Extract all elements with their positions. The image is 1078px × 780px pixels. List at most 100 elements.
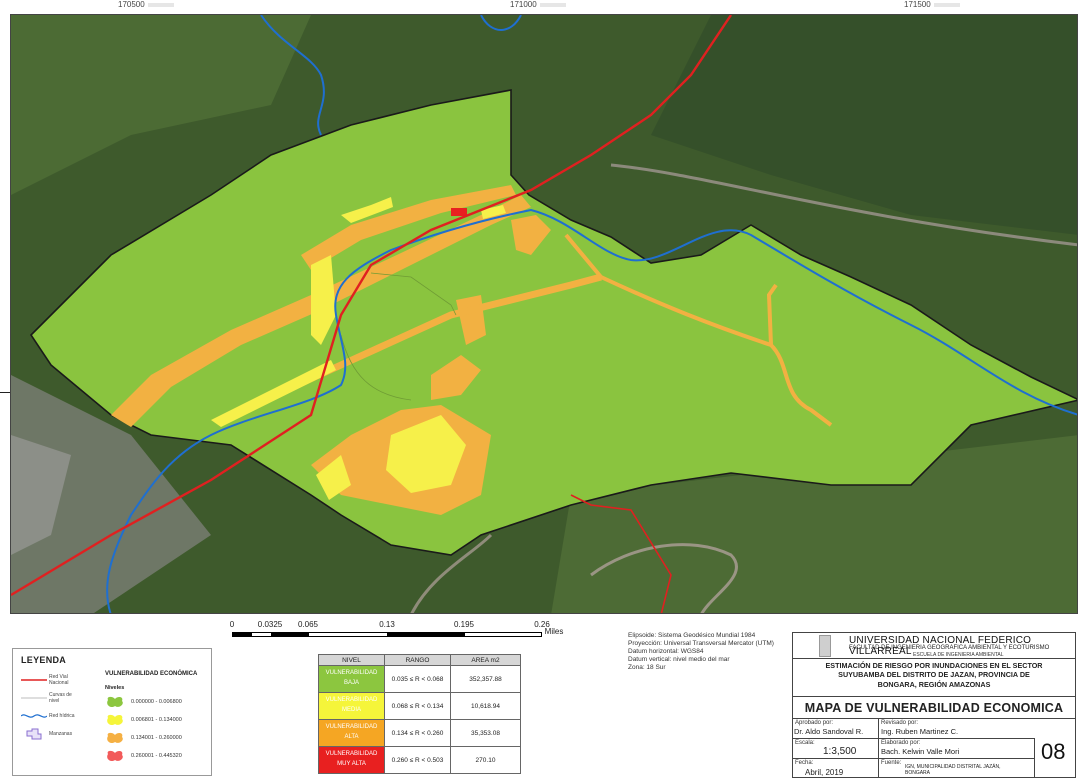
very-high-vulnerability-block[interactable] bbox=[451, 208, 467, 216]
area-cell: 10,618.94 bbox=[450, 692, 521, 720]
medium-vulnerability-strip[interactable] bbox=[211, 360, 336, 427]
scale-label: 0 bbox=[229, 620, 235, 629]
legend-item-contours: Curvas de nivel bbox=[19, 691, 79, 705]
medium-vulnerability-block[interactable] bbox=[386, 415, 466, 493]
school-name: ESCUELA DE INGENIERIA AMBIENTAL bbox=[913, 652, 1004, 658]
reviewed-value: Ing. Ruben Martinez C. bbox=[881, 727, 959, 736]
note-line: Proyección: Universal Transversal Mercat… bbox=[628, 640, 774, 647]
high-vulnerability-block[interactable] bbox=[301, 185, 516, 270]
vulnerability-legend-title: VULNERABILIDAD ECONÓMICA bbox=[105, 671, 198, 677]
left-coordinate-tick bbox=[0, 392, 10, 393]
legend-item-label: Manzanas bbox=[49, 731, 73, 737]
forest-patch bbox=[651, 15, 1077, 235]
high-vulnerability-road[interactable] bbox=[600, 275, 833, 427]
medium-vulnerability-block[interactable] bbox=[316, 455, 351, 500]
source-label: Fuente: bbox=[881, 760, 902, 766]
high-vulnerability-block[interactable] bbox=[431, 355, 481, 400]
coordinate-label-171000: 171000 bbox=[510, 0, 566, 9]
university-name: UNIVERSIDAD NACIONAL FEDERICO VILLARREAL bbox=[849, 635, 1032, 657]
prepared-cell: Elaborado por: Bach. Kelwin Valle Mori bbox=[879, 739, 1035, 759]
high-vulnerability-road[interactable] bbox=[564, 233, 603, 279]
approved-label: Aprobado por: bbox=[795, 720, 834, 726]
legend-item-label: Red hídrica bbox=[49, 713, 75, 719]
forest-patch bbox=[11, 15, 311, 195]
level-range: 0.134001 - 0.260000 bbox=[131, 735, 182, 741]
high-vulnerability-block[interactable] bbox=[511, 215, 551, 255]
medium-vulnerability-block[interactable] bbox=[311, 255, 336, 345]
legend-item-blocks: Manzanas bbox=[19, 727, 79, 741]
legend-title: LEYENDA bbox=[21, 655, 67, 665]
coordinate-label-170500: 170500 bbox=[118, 0, 174, 9]
river bbox=[260, 15, 325, 136]
area-cell: 35,353.08 bbox=[450, 719, 521, 747]
coordinate-label-171500: 171500 bbox=[904, 0, 960, 9]
note-line: Datum horizontal: WGS84 bbox=[628, 648, 704, 655]
high-vulnerability-road[interactable] bbox=[766, 283, 778, 346]
river bbox=[106, 208, 1077, 613]
dirt-road bbox=[590, 543, 738, 613]
legend-level-low: 0.000000 - 0.006800 bbox=[105, 695, 182, 709]
projection-notes: Elipsoide: Sistema Geodésico Mundial 198… bbox=[628, 632, 798, 672]
date-cell: Fecha: Abril, 2019 bbox=[793, 759, 879, 777]
range-cell: 0.068 ≤ R < 0.134 bbox=[384, 692, 451, 720]
legend-item-label: Red Vial Nacional bbox=[49, 674, 69, 686]
scale-label: 0.13 bbox=[379, 620, 395, 629]
table-header: NIVEL bbox=[318, 654, 385, 666]
legend-level-high: 0.134001 - 0.260000 bbox=[105, 731, 182, 745]
reviewed-cell: Revisado por: Ing. Ruben Martinez C. bbox=[879, 719, 1035, 739]
level-swatch-icon bbox=[107, 732, 123, 744]
legend-panel: LEYENDA Red Vial Nacional Curvas de nive… bbox=[12, 648, 212, 776]
prepared-label: Elaborado por: bbox=[881, 740, 921, 746]
contour-line bbox=[370, 272, 457, 316]
scale-cell: Escala: 1:3,500 bbox=[793, 739, 879, 759]
level-range: 0.000000 - 0.006800 bbox=[131, 699, 182, 705]
urban-area bbox=[11, 375, 211, 613]
study-title: ESTIMACIÓN DE RIESGO POR INUNDACIONES EN… bbox=[793, 659, 1075, 697]
faculty-name: FACULTAD DE INGENIERIA GEOGRAFICA AMBIEN… bbox=[849, 645, 1050, 651]
date-label: Fecha: bbox=[795, 760, 814, 766]
date-value: Abril, 2019 bbox=[805, 768, 844, 777]
approved-cell: Aprobado por: Dr. Aldo Sandoval R. bbox=[793, 719, 879, 739]
map-canvas[interactable] bbox=[10, 14, 1078, 614]
legend-item-label: Curvas de nivel bbox=[49, 692, 72, 704]
range-cell: 0.035 ≤ R < 0.068 bbox=[384, 665, 451, 693]
contour-line bbox=[340, 334, 412, 401]
national-road bbox=[570, 494, 672, 613]
note-line: Zona: 18 Sur bbox=[628, 664, 666, 671]
gray-line-icon bbox=[19, 691, 49, 705]
scale-label: 0.0325 bbox=[257, 620, 283, 629]
level-swatch-icon bbox=[107, 714, 123, 726]
scale-bar-graphic bbox=[232, 632, 542, 637]
table-header: RANGO bbox=[384, 654, 451, 666]
study-area-polygon[interactable] bbox=[29, 89, 1078, 556]
title-block: UNIVERSIDAD NACIONAL FEDERICO VILLARREAL… bbox=[792, 632, 1076, 778]
high-vulnerability-block[interactable] bbox=[111, 195, 531, 427]
river bbox=[480, 15, 522, 31]
scale-bar: 0 0.0325 0.065 0.13 0.195 0.26 Miles bbox=[229, 620, 572, 642]
red-line-icon bbox=[19, 673, 49, 687]
scale-label: 0.26 bbox=[534, 620, 550, 629]
range-cell: 0.134 ≤ R < 0.260 bbox=[384, 719, 451, 747]
urban-area bbox=[11, 435, 71, 555]
university-logo-icon bbox=[819, 635, 831, 657]
blue-wave-icon bbox=[19, 709, 49, 723]
dirt-road bbox=[610, 163, 1077, 247]
block-polygon-icon bbox=[19, 727, 49, 741]
level-swatch-icon bbox=[107, 696, 123, 708]
legend-item-road: Red Vial Nacional bbox=[19, 673, 79, 687]
medium-vulnerability-block[interactable] bbox=[341, 197, 393, 223]
dirt-road bbox=[410, 533, 493, 613]
medium-vulnerability-block[interactable] bbox=[481, 205, 506, 219]
table-header: AREA m2 bbox=[450, 654, 521, 666]
legend-level-very-high: 0.260001 - 0.445320 bbox=[105, 749, 182, 763]
national-road bbox=[11, 15, 732, 597]
prepared-value: Bach. Kelwin Valle Mori bbox=[881, 747, 960, 756]
